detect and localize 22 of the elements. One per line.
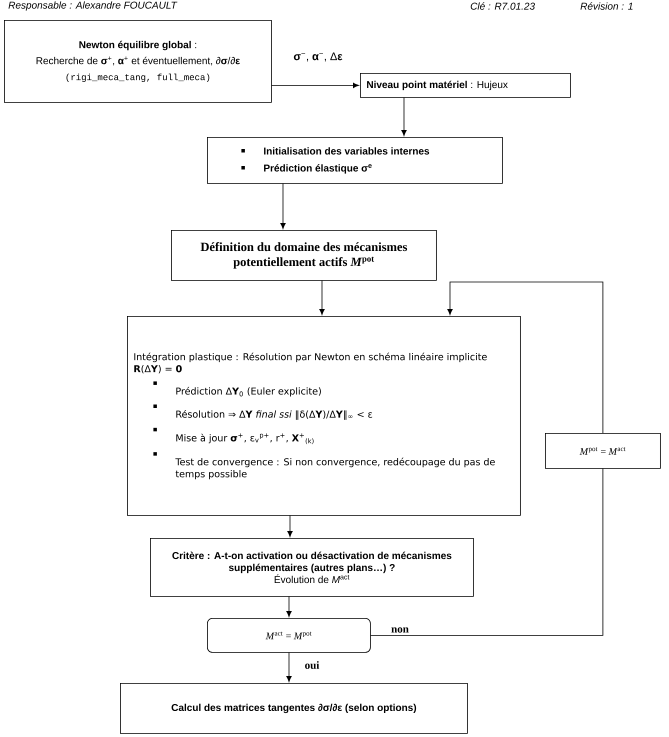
- arrow: [287, 515, 293, 537]
- decision-box: M$^{act}$ = M$^{pot}$: [207, 618, 371, 653]
- edge-label: oui: [304, 660, 320, 670]
- process-box: Niveau point matériel : Hujeux: [360, 73, 571, 98]
- process-box: Calcul des matrices tangentes ∂σ/∂ε (selon options): [120, 683, 468, 734]
- header-text: Clé : R7.01.23: [470, 2, 535, 10]
- header-text: Révision : 1: [580, 2, 633, 10]
- process-box: Newton équilibre global : Recherche de σ$^{+}$, α$^{+}$ et éventuellement, ∂σ/∂ε (rigi_meca_tang, full_meca): [4, 20, 272, 103]
- arrow: [319, 280, 325, 315]
- arrow: [280, 183, 286, 229]
- arrow: [286, 596, 292, 617]
- arrow: [401, 97, 407, 136]
- process-box: M$^{pot}$ = M$^{act}$: [545, 433, 661, 469]
- process-box: Initialisation des variables internes Prédiction élastique σ$^{e}$: [207, 137, 503, 184]
- header-text: Responsable : Alexandre FOUCAULT: [8, 1, 178, 11]
- arrow: [447, 282, 604, 434]
- arrow: [271, 82, 359, 88]
- process-box: Définition du domaine des mécanismes potentiellement actifs M$^{pot}$: [171, 230, 437, 281]
- edge-label: non: [390, 626, 410, 634]
- arrow: [286, 652, 292, 682]
- process-box: Critère : A-t-on activation ou désactivation de mécanismes supplémentaires (autres plans…) ? Évolution de M$^{act}$: [150, 538, 474, 597]
- edge-label: σ$^{−}$, α$^{−}$, Δε: [292, 52, 344, 62]
